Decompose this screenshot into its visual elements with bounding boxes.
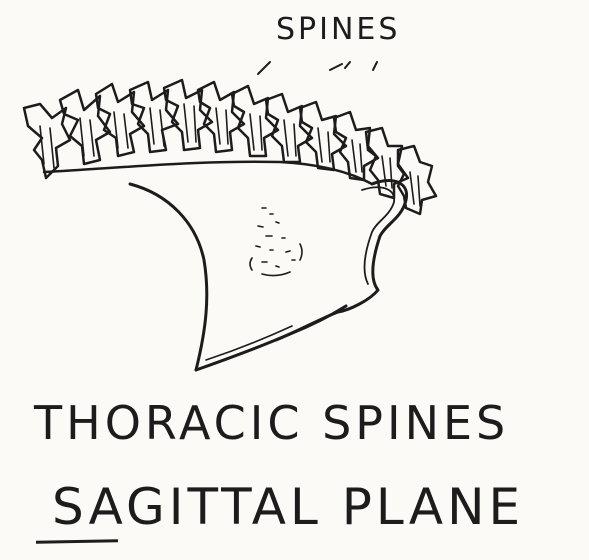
posterior-arch-inner bbox=[362, 187, 394, 284]
process-shading bbox=[40, 104, 420, 206]
inferior-base-inner bbox=[206, 326, 292, 360]
interior-dots bbox=[250, 208, 302, 276]
anterior-curve bbox=[130, 184, 207, 370]
spinous-processes bbox=[24, 80, 436, 214]
leader-mark-right bbox=[373, 62, 377, 70]
spine-process-7 bbox=[232, 86, 278, 156]
caption-sagittal-plane: SAGITTAL PLANE bbox=[52, 478, 524, 536]
spine-process-9 bbox=[300, 102, 346, 170]
spine-process-2 bbox=[60, 90, 110, 164]
leader-mark-left bbox=[258, 62, 270, 74]
leader-mark-mid bbox=[330, 62, 350, 70]
inferior-base bbox=[196, 306, 346, 370]
spines-label: SPINES bbox=[276, 12, 400, 47]
spine-process-1 bbox=[24, 104, 70, 178]
vertebral-body-top-edge bbox=[44, 162, 372, 184]
spine-process-3 bbox=[96, 84, 144, 156]
spine-process-8 bbox=[266, 94, 312, 162]
caption-thoracic-spines: THORACIC SPINES bbox=[34, 396, 509, 450]
